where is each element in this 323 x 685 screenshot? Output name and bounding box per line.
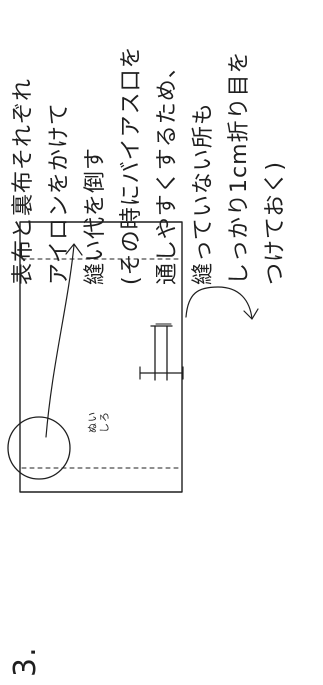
instruction-line: アイロンをかけて — [47, 102, 72, 285]
instruction-line: 通しやすくするため、 — [155, 55, 180, 285]
instruction-line: 縫い代を倒す — [83, 146, 108, 285]
detail-circle — [7, 416, 71, 480]
instruction-text: 表布と裏布それぞれ アイロンをかけて 縫い代を倒す (その時にバイアス口を 通し… — [6, 45, 294, 285]
step-number: 3. — [8, 646, 43, 677]
seam-label-line: ぬい — [88, 411, 99, 433]
seam-allowance-label: ぬい しろ — [88, 411, 112, 433]
callout-arrow — [185, 286, 253, 320]
fabric-outline — [19, 221, 183, 493]
instruction-line: 表布と裏布それぞれ — [11, 77, 36, 285]
seam-detail — [139, 323, 184, 381]
callout-arrowhead — [243, 308, 259, 320]
instruction-line: 縫っていない所も — [191, 102, 216, 285]
leader-arrowhead — [65, 243, 83, 256]
instruction-line: しっかり1cm折り目を — [227, 50, 252, 285]
leader-line — [45, 244, 75, 438]
instruction-line: つけておく) — [263, 161, 288, 285]
instruction-line: (その時にバイアス口を — [119, 45, 144, 285]
seam-label-line: しろ — [100, 411, 111, 433]
fabric-rectangle — [19, 221, 183, 493]
